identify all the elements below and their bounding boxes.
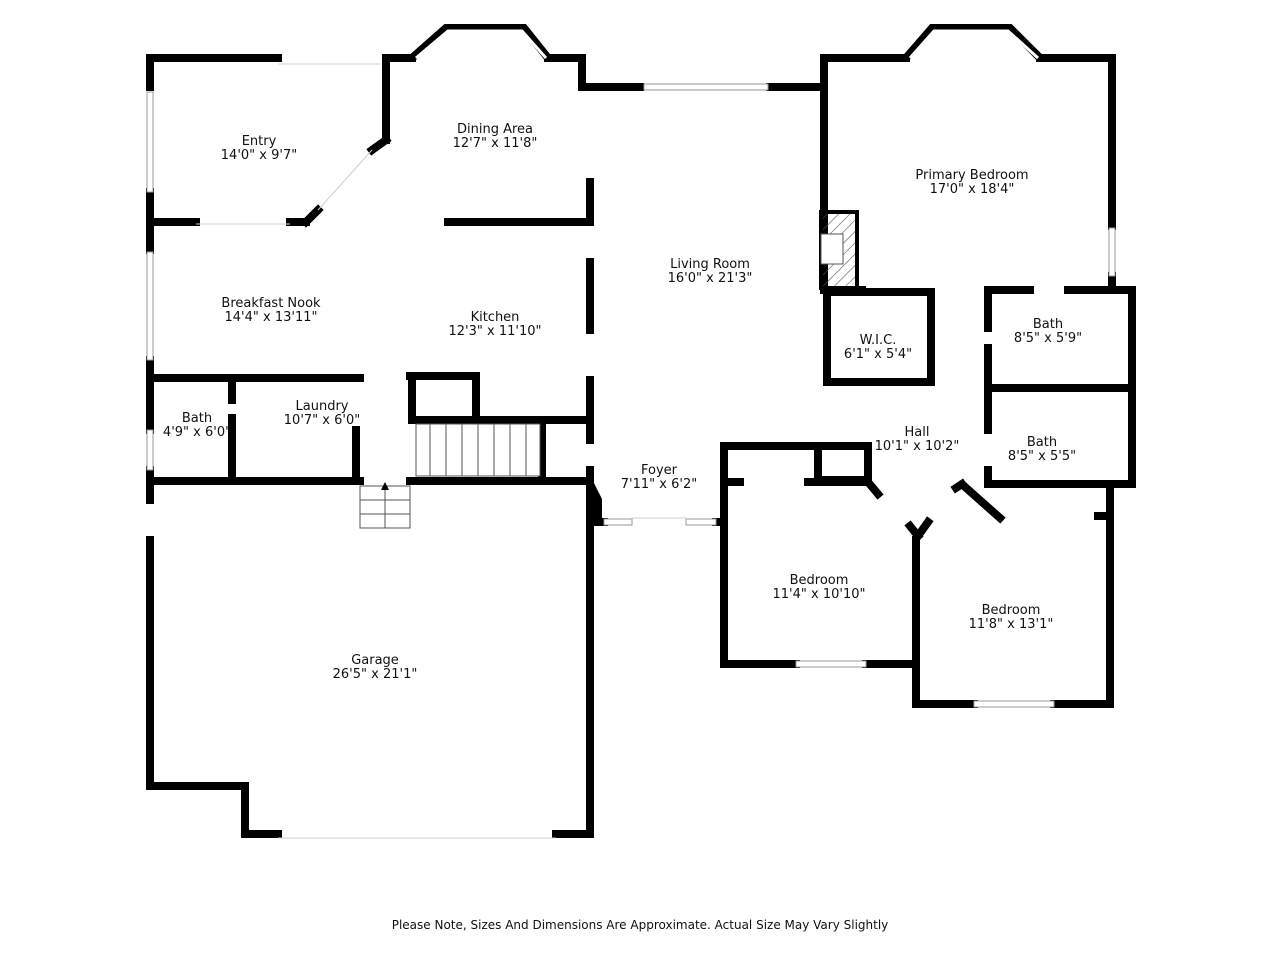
room-labels: Entry 14'0" x 9'7" Dining Area 12'7" x 1… bbox=[163, 122, 1082, 682]
room-bath-half-name: Bath bbox=[182, 411, 212, 426]
bay-windows bbox=[409, 24, 1043, 61]
room-nook-size: 14'4" x 13'11" bbox=[225, 310, 318, 325]
room-dining-name: Dining Area bbox=[457, 122, 533, 137]
room-wic-name: W.I.C. bbox=[860, 333, 897, 348]
wall-wic bbox=[823, 288, 935, 386]
wall-kitchen-top bbox=[444, 178, 594, 226]
wall-bed3-door bbox=[958, 480, 1006, 524]
dining-bay-window bbox=[409, 24, 552, 61]
wall-bedroom3-b bbox=[1050, 480, 1114, 708]
room-laundry-size: 10'7" x 6'0" bbox=[284, 413, 360, 428]
wall-garage-right bbox=[552, 480, 594, 838]
room-bedroom3-name: Bedroom bbox=[982, 603, 1041, 618]
wall-living-top bbox=[766, 54, 910, 91]
room-dining-size: 12'7" x 11'8" bbox=[453, 136, 538, 151]
wall-bedroom3 bbox=[912, 660, 978, 708]
wall-hall-diag-a bbox=[862, 476, 884, 500]
room-entry-name: Entry bbox=[242, 134, 277, 149]
room-kitchen-name: Kitchen bbox=[471, 310, 520, 325]
openings bbox=[196, 63, 686, 839]
garage-steps bbox=[359, 485, 411, 529]
room-primary-name: Primary Bedroom bbox=[915, 168, 1028, 183]
wall-dining-right-top bbox=[544, 54, 644, 91]
wall-entry-diag-a bbox=[300, 204, 324, 228]
window-bath-left bbox=[146, 429, 154, 471]
room-bath-primary-size: 8'5" x 5'9" bbox=[1014, 331, 1082, 346]
room-bath-hall-size: 8'5" x 5'5" bbox=[1008, 449, 1076, 464]
room-bedroom2-size: 11'4" x 10'10" bbox=[773, 587, 866, 602]
wall-garage-outline bbox=[146, 536, 282, 838]
room-bath-primary-name: Bath bbox=[1033, 317, 1063, 332]
window-bed3-bottom bbox=[973, 700, 1055, 708]
wall-bath-primary bbox=[984, 286, 1034, 332]
window-living-top bbox=[643, 83, 769, 91]
wall-hall-diag-c bbox=[912, 516, 934, 542]
room-wic-size: 6'1" x 5'4" bbox=[844, 347, 912, 362]
window-primary-right bbox=[1108, 227, 1116, 277]
wall-entry-top bbox=[146, 54, 282, 91]
wall-bedroom2-bottom-b bbox=[862, 536, 920, 668]
step-arrow-icon bbox=[381, 482, 389, 490]
primary-bay-window bbox=[902, 24, 1043, 61]
room-garage-size: 26'5" x 21'1" bbox=[333, 667, 418, 682]
room-bedroom3-size: 11'8" x 13'1" bbox=[969, 617, 1054, 632]
stairs bbox=[415, 423, 541, 477]
wall-primary-top bbox=[1036, 54, 1116, 230]
room-living-size: 16'0" x 21'3" bbox=[668, 271, 753, 286]
window-foyer-b bbox=[685, 518, 717, 526]
room-living-name: Living Room bbox=[670, 257, 750, 272]
room-bath-hall-name: Bath bbox=[1027, 435, 1057, 450]
room-bath-half-size: 4'9" x 6'0" bbox=[163, 425, 231, 440]
room-foyer-size: 7'11" x 6'2" bbox=[621, 477, 697, 492]
room-foyer-name: Foyer bbox=[641, 463, 678, 478]
room-bedroom2-name: Bedroom bbox=[790, 573, 849, 588]
room-entry-size: 14'0" x 9'7" bbox=[221, 148, 297, 163]
room-hall-name: Hall bbox=[905, 425, 930, 440]
windows bbox=[146, 83, 1116, 708]
room-hall-size: 10'1" x 10'2" bbox=[875, 439, 960, 454]
wall-foyer-left bbox=[586, 466, 608, 526]
window-bed2-bottom bbox=[795, 660, 867, 668]
window-entry-left bbox=[146, 91, 154, 193]
wall-closet bbox=[814, 442, 872, 484]
window-nook-left bbox=[146, 251, 154, 361]
room-primary-size: 17'0" x 18'4" bbox=[930, 182, 1015, 197]
room-garage-name: Garage bbox=[351, 653, 399, 668]
disclaimer-note: Please Note, Sizes And Dimensions Are Ap… bbox=[391, 918, 889, 932]
room-laundry-name: Laundry bbox=[296, 399, 349, 414]
window-foyer-a bbox=[603, 518, 633, 526]
room-kitchen-size: 12'3" x 11'10" bbox=[449, 324, 542, 339]
room-nook-name: Breakfast Nook bbox=[221, 296, 321, 311]
